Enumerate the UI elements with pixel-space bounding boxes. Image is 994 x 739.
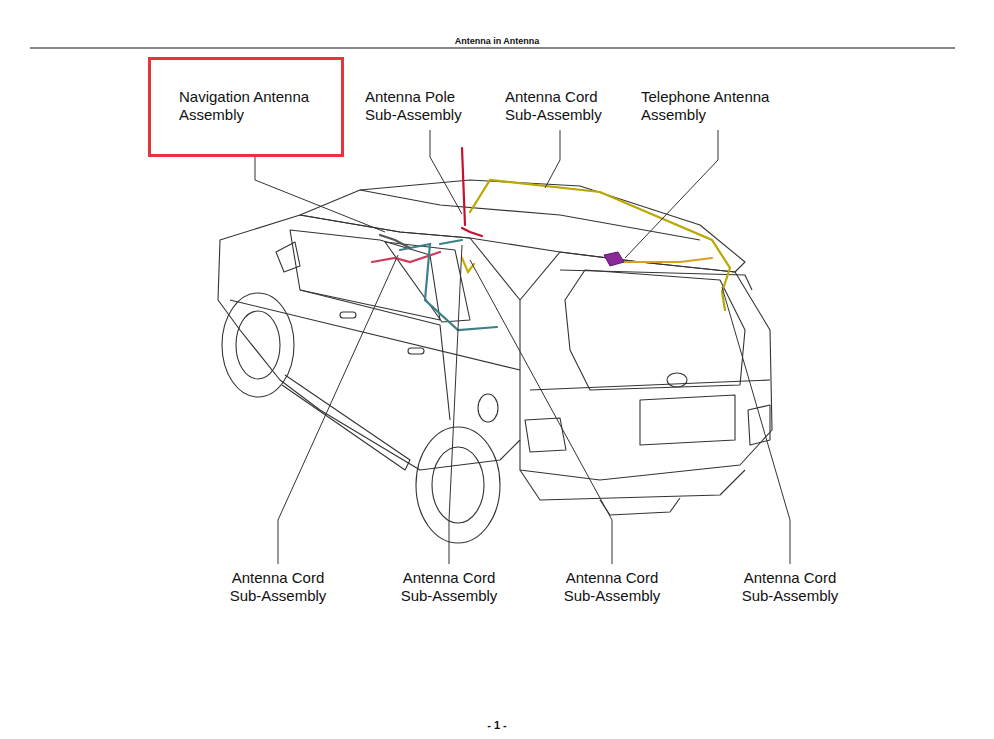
part-label: Antenna Cord Sub-Assembly bbox=[505, 88, 613, 124]
part-label: Antenna Cord Sub-Assembly bbox=[734, 569, 846, 605]
highlight-box: Navigation Antenna Assembly bbox=[148, 57, 344, 157]
part-label: Antenna Cord Sub-Assembly bbox=[222, 569, 334, 605]
part-name: Navigation Antenna Assembly bbox=[179, 88, 339, 124]
page-title: Antenna in Antenna bbox=[455, 36, 540, 47]
part-label: Antenna Cord Sub-Assembly bbox=[556, 569, 668, 605]
part-label: Telephone Antenna Assembly bbox=[641, 88, 791, 124]
part-label: Antenna Pole Sub-Assembly bbox=[365, 88, 473, 124]
page-number: - 1 - bbox=[457, 716, 537, 734]
part-label: Antenna Cord Sub-Assembly bbox=[393, 569, 505, 605]
